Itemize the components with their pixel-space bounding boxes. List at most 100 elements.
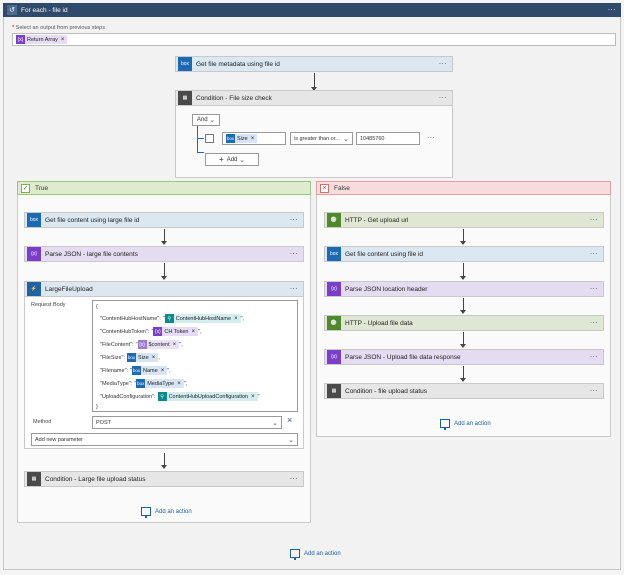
body-line-token: "ContentHubToken": " {x} CH Token × ", <box>100 327 202 336</box>
row-checkbox[interactable] <box>205 134 214 143</box>
foreach-header[interactable]: ↺ For each - file id ··· <box>3 3 621 17</box>
variable-icon: ⚲ <box>164 314 174 323</box>
size-token[interactable]: box Size × <box>226 134 258 143</box>
condition-value-input[interactable]: 10485760 <box>356 132 420 145</box>
add-action-icon <box>290 549 300 560</box>
ch-token-token[interactable]: {x} CH Token × <box>153 327 198 336</box>
http-globe-icon: ⚪ <box>327 213 341 227</box>
get-file-content-step[interactable]: box Get file content using file id ··· <box>324 246 604 262</box>
condition-tree-line <box>197 126 198 152</box>
hostname-token[interactable]: ⚲ ContentHubHostName × <box>164 314 241 323</box>
false-branch-header: × False <box>316 181 611 195</box>
condition-tree-branch <box>197 152 204 153</box>
parse-json-location-step[interactable]: {x} Parse JSON location header ··· <box>324 281 604 297</box>
flow-arrow <box>161 453 167 469</box>
remove-token-icon[interactable]: × <box>191 328 195 335</box>
function-icon: ⚡ <box>27 282 41 296</box>
body-line-filename: "Filename": " box Name × ", <box>100 366 171 375</box>
foreach-add-action-button[interactable]: Add an action <box>290 549 341 560</box>
request-body-label: Request Body <box>31 302 66 308</box>
add-condition-button[interactable]: +Add ⌄ <box>205 153 259 166</box>
more-options-icon[interactable]: ··· <box>589 216 598 224</box>
and-dropdown[interactable]: And ⌄ <box>192 114 220 126</box>
http-upload-file-data-step[interactable]: ⚪ HTTP - Upload file data ··· <box>324 315 604 331</box>
body-close-brace: } <box>96 403 98 410</box>
flow-arrow <box>460 263 466 280</box>
condition-operand-field[interactable]: box Size × <box>222 132 286 145</box>
flow-arrow <box>311 73 317 91</box>
remove-token-icon[interactable]: × <box>160 367 165 374</box>
mediatype-token[interactable]: box MediaType × <box>136 379 184 388</box>
parse-json-large-step[interactable]: {x} Parse JSON - large file contents ··· <box>24 246 304 262</box>
get-file-metadata-step[interactable]: box Get file metadata using file id ··· <box>175 56 453 72</box>
flow-arrow <box>161 263 167 280</box>
add-action-icon <box>440 419 450 430</box>
remove-token-icon[interactable]: × <box>60 36 65 43</box>
box-icon: box <box>178 57 192 71</box>
variable-icon: ⚲ <box>157 392 167 401</box>
flow-arrow <box>460 298 466 314</box>
condition-operator-select[interactable]: is greater than or... ⌄ <box>290 132 353 145</box>
remove-token-icon[interactable]: × <box>172 341 177 348</box>
more-options-icon[interactable]: ··· <box>438 94 447 102</box>
condition-icon: ▦ <box>27 472 41 486</box>
remove-token-icon[interactable]: × <box>251 393 255 400</box>
body-line-filecontent: "FileContent": " {x} $content × ", <box>100 340 183 349</box>
condition-icon: ▦ <box>327 384 341 398</box>
http-get-upload-url-step[interactable]: ⚪ HTTP - Get upload url ··· <box>324 212 604 228</box>
condition-icon: ▦ <box>178 91 192 105</box>
more-options-icon[interactable]: ··· <box>438 60 447 68</box>
true-branch-header: ✓ True <box>17 181 311 195</box>
more-options-icon[interactable]: ··· <box>289 285 298 293</box>
more-options-icon[interactable]: ··· <box>289 216 298 224</box>
true-add-action-button[interactable]: Add an action <box>141 507 192 518</box>
body-line-mediatype: "MediaType": " box MediaType × ", <box>100 379 188 388</box>
box-icon: box <box>226 134 235 143</box>
name-token[interactable]: box Name × <box>132 366 168 375</box>
check-icon: ✓ <box>21 183 30 193</box>
flow-arrow <box>460 366 466 382</box>
remove-token-icon[interactable]: × <box>151 354 156 361</box>
large-file-upload-header[interactable]: ⚡ LargeFileUpload ··· <box>24 281 304 297</box>
content-token[interactable]: {x} $content × <box>137 340 180 349</box>
more-options-icon[interactable]: ··· <box>289 250 298 258</box>
more-options-icon[interactable]: ··· <box>589 387 598 395</box>
more-options-icon[interactable]: ··· <box>289 475 298 483</box>
box-icon: box <box>327 247 341 261</box>
return-array-token[interactable]: {x} Return Array × <box>16 35 68 44</box>
box-icon: box <box>127 353 136 362</box>
box-icon: box <box>136 379 146 388</box>
size-token[interactable]: box Size × <box>127 353 159 362</box>
chevron-down-icon: ⌄ <box>288 435 294 444</box>
json-icon: {x} <box>327 350 341 364</box>
add-new-parameter-select[interactable]: Add new parameter ⌄ <box>31 433 298 446</box>
condition-file-upload-status-step[interactable]: ▦ Condition - file upload status ··· <box>324 383 604 399</box>
upload-config-token[interactable]: ⚲ ContentHubUploadConfiguration × <box>157 392 258 401</box>
foreach-title: For each - file id <box>21 6 68 14</box>
more-options-icon[interactable]: ··· <box>589 319 598 327</box>
method-select[interactable]: POST ⌄ <box>92 416 282 429</box>
expression-icon: {x} <box>16 35 25 44</box>
parse-json-response-step[interactable]: {x} Parse JSON - Upload file data respon… <box>324 349 604 365</box>
loop-icon: ↺ <box>7 5 17 15</box>
more-options-icon[interactable]: ··· <box>589 353 598 361</box>
more-options-icon[interactable]: ··· <box>589 250 598 258</box>
chevron-down-icon: ⌄ <box>239 155 245 164</box>
remove-token-icon[interactable]: × <box>234 315 238 322</box>
more-options-icon[interactable]: ··· <box>589 285 598 293</box>
remove-token-icon[interactable]: × <box>250 135 255 142</box>
add-action-icon <box>141 507 151 518</box>
body-open-brace: { <box>96 303 98 310</box>
remove-token-icon[interactable]: × <box>177 380 181 387</box>
get-large-file-content-step[interactable]: box Get file content using large file id… <box>24 212 304 228</box>
false-add-action-button[interactable]: Add an action <box>440 419 491 430</box>
select-output-input[interactable]: {x} Return Array × <box>12 33 616 46</box>
body-line-filesize: "FileSize": box Size × , <box>100 353 160 362</box>
condition-size-header[interactable]: ▦ Condition - File size check ··· <box>175 90 453 106</box>
condition-tree-branch <box>197 138 204 139</box>
json-icon: {x} <box>27 247 41 261</box>
condition-large-upload-step[interactable]: ▦ Condition - Large file upload status ·… <box>24 471 304 487</box>
clear-method-icon[interactable]: × <box>287 415 293 425</box>
more-options-icon[interactable]: ··· <box>607 6 616 14</box>
row-more-options-icon[interactable]: ··· <box>427 134 436 142</box>
